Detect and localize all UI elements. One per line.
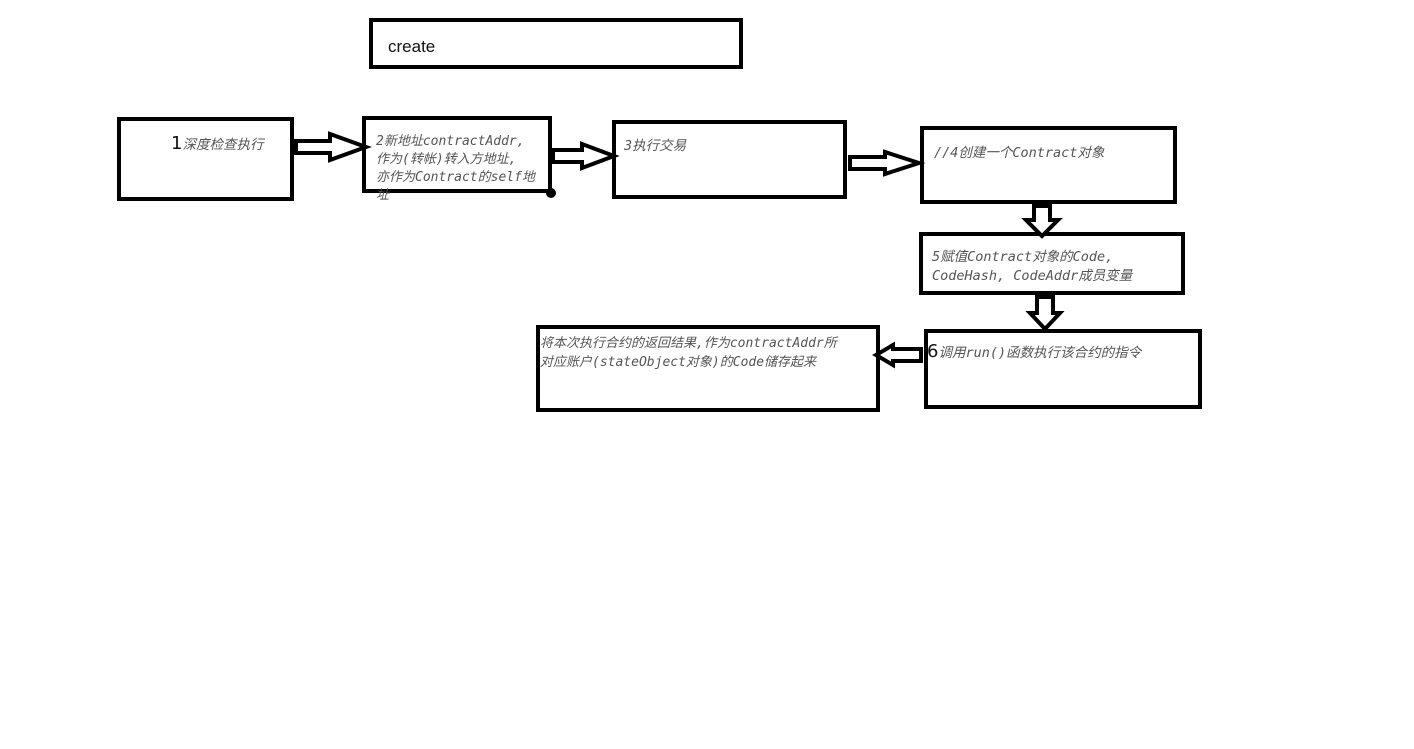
step-7-line-2: 对应账户(stateObject对象)的Code储存起来 [540, 355, 817, 370]
step-2-line-4: 址 [376, 188, 390, 203]
step-4-label: //4创建一个Contract对象 [934, 145, 1105, 161]
arrow-4-to-5 [1021, 204, 1063, 239]
step-2-box [362, 116, 552, 193]
step-6-number: 6 [927, 341, 939, 362]
arrow-3-to-4 [848, 149, 926, 177]
step-5-line-2: CodeHash, CodeAddr成员变量 [932, 268, 1133, 284]
step-7-box [536, 325, 880, 412]
step-3-label: 3执行交易 [624, 138, 687, 154]
arrow-5-to-6 [1025, 295, 1065, 332]
step-3-box [612, 120, 847, 199]
step-1-box [117, 117, 294, 201]
arrow-6-to-7 [872, 341, 923, 369]
connector-dot [546, 188, 556, 198]
step-6-box [924, 329, 1202, 409]
title-box [369, 18, 743, 69]
step-5-box [919, 232, 1185, 295]
step-5-line-1: 5赋值Contract对象的Code, [932, 249, 1114, 265]
step-6-label: 6调用run()函数执行该合约的指令 [927, 342, 1141, 363]
step-2-line-1: 2新地址contractAddr, [376, 134, 525, 149]
step-1-text: 深度检查执行 [182, 137, 264, 153]
step-2-line-2: 作为(转帐)转入方地址, [376, 152, 517, 167]
step-4-box [920, 126, 1177, 204]
step-7-label: 将本次执行合约的返回结果,作为contractAddr所对应账户(stateOb… [540, 334, 837, 372]
step-1-label: 1深度检查执行 [171, 134, 263, 155]
title-label: create [388, 37, 436, 56]
step-1-number: 1 [171, 133, 183, 154]
step-2-line-3: 亦作为Contract的self地 [376, 170, 535, 185]
step-6-text: 调用run()函数执行该合约的指令 [938, 345, 1142, 361]
arrow-2-to-3 [551, 141, 620, 171]
arrow-1-to-2 [294, 131, 372, 163]
step-2-label: 2新地址contractAddr, 作为(转帐)转入方地址, 亦作为Contract… [376, 133, 535, 205]
step-7-line-1: 将本次执行合约的返回结果,作为contractAddr所 [540, 336, 837, 351]
step-5-label: 5赋值Contract对象的Code, CodeHash, CodeAddr成员变… [932, 248, 1132, 286]
